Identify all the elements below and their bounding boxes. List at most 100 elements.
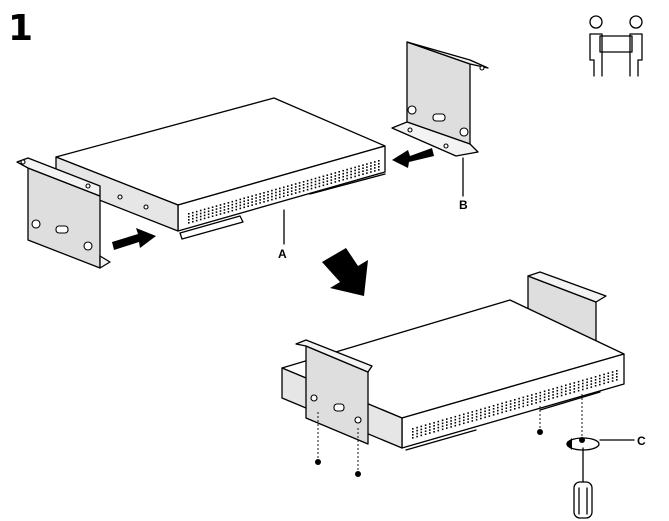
vent-hole [227,202,230,204]
vent-hole [350,170,352,173]
vent-hole [354,172,356,175]
vent-hole [259,199,261,201]
vent-hole [370,171,372,173]
vent-hole [590,377,593,379]
vent-hole [358,171,360,174]
vent-hole [279,193,281,196]
vent-hole [514,408,516,410]
vent-hole [251,204,253,206]
vent-hole [310,181,313,184]
vent-hole [412,431,414,433]
vent-hole [275,188,277,191]
vent-hole [420,434,423,437]
vent-hole [231,209,234,212]
vent-hole [416,435,418,438]
vent-hole [354,169,356,172]
vent-hole [259,202,261,204]
vent-hole [243,200,245,203]
vent-hole [231,206,234,209]
vent-hole [480,414,482,417]
vent-hole [471,414,474,416]
vent-hole [484,410,486,413]
vent-hole [330,182,333,184]
vent-hole [475,418,478,421]
vent-hole [480,417,482,420]
vent-hole [342,175,344,178]
vent-hole [535,402,537,404]
vent-hole [231,203,234,206]
vent-hole [556,389,559,392]
vent-hole [358,168,360,171]
vent-hole [314,186,317,189]
vent-hole [492,414,495,416]
vent-hole [290,193,293,195]
vent-hole [424,430,427,432]
vent-hole [611,374,614,376]
vent-hole [420,431,423,434]
vent-hole [271,195,273,198]
vent-hole [370,168,372,170]
vent-hole [543,390,546,393]
vent-hole [192,217,194,220]
vent-hole [239,207,242,210]
vent-hole [556,386,559,389]
vent-hole [611,377,614,379]
vent-hole [219,207,222,209]
vent-hole [279,187,281,190]
vent-hole [294,186,297,188]
vent-hole [509,400,512,402]
vent-hole [526,401,529,403]
vent-hole [552,388,554,390]
vent-hole [475,412,478,415]
vent-hole [467,421,469,423]
vent-hole [302,187,305,189]
vent-hole [318,176,321,179]
vent-hole [235,202,238,205]
vent-hole [450,426,452,428]
vent-hole [560,394,563,397]
right-bracket-b [391,41,489,157]
vent-hole [565,387,567,390]
vent-hole [239,198,242,201]
vent-hole [514,399,516,401]
vent-hole [219,213,222,215]
vent-hole [318,179,321,182]
vent-hole [334,181,337,183]
vent-hole [475,409,478,412]
vent-hole [310,178,313,181]
vent-hole [247,196,249,198]
vent-hole [263,195,265,197]
vent-hole [318,182,321,185]
vent-hole [255,194,257,196]
vent-hole [607,378,610,380]
vent-hole [275,197,277,200]
vent-hole [342,178,344,181]
vent-hole [211,209,214,211]
vent-hole [501,408,503,411]
vent-hole [416,432,418,435]
vent-hole [326,177,329,179]
vent-hole [505,410,508,412]
vent-hole [441,419,444,422]
vent-hole [219,204,222,206]
vent-hole [616,379,618,381]
vent-hole [203,217,206,220]
vent-hole [378,160,380,162]
vent-hole [195,210,198,213]
vent-hole [522,399,525,402]
vent-hole [322,181,325,184]
vent-hole [207,207,210,210]
vent-hole [255,200,257,202]
vent-hole [573,382,576,384]
vent-hole [188,222,190,224]
vent-hole [275,191,277,194]
vent-hole [338,180,340,182]
vent-hole [586,378,588,381]
vent-hole [326,180,329,182]
vent-hole [526,404,529,406]
vent-hole [306,182,309,185]
vent-hole [192,211,194,214]
vent-hole [211,212,214,214]
vent-hole [531,400,533,402]
vent-hole [582,382,584,385]
